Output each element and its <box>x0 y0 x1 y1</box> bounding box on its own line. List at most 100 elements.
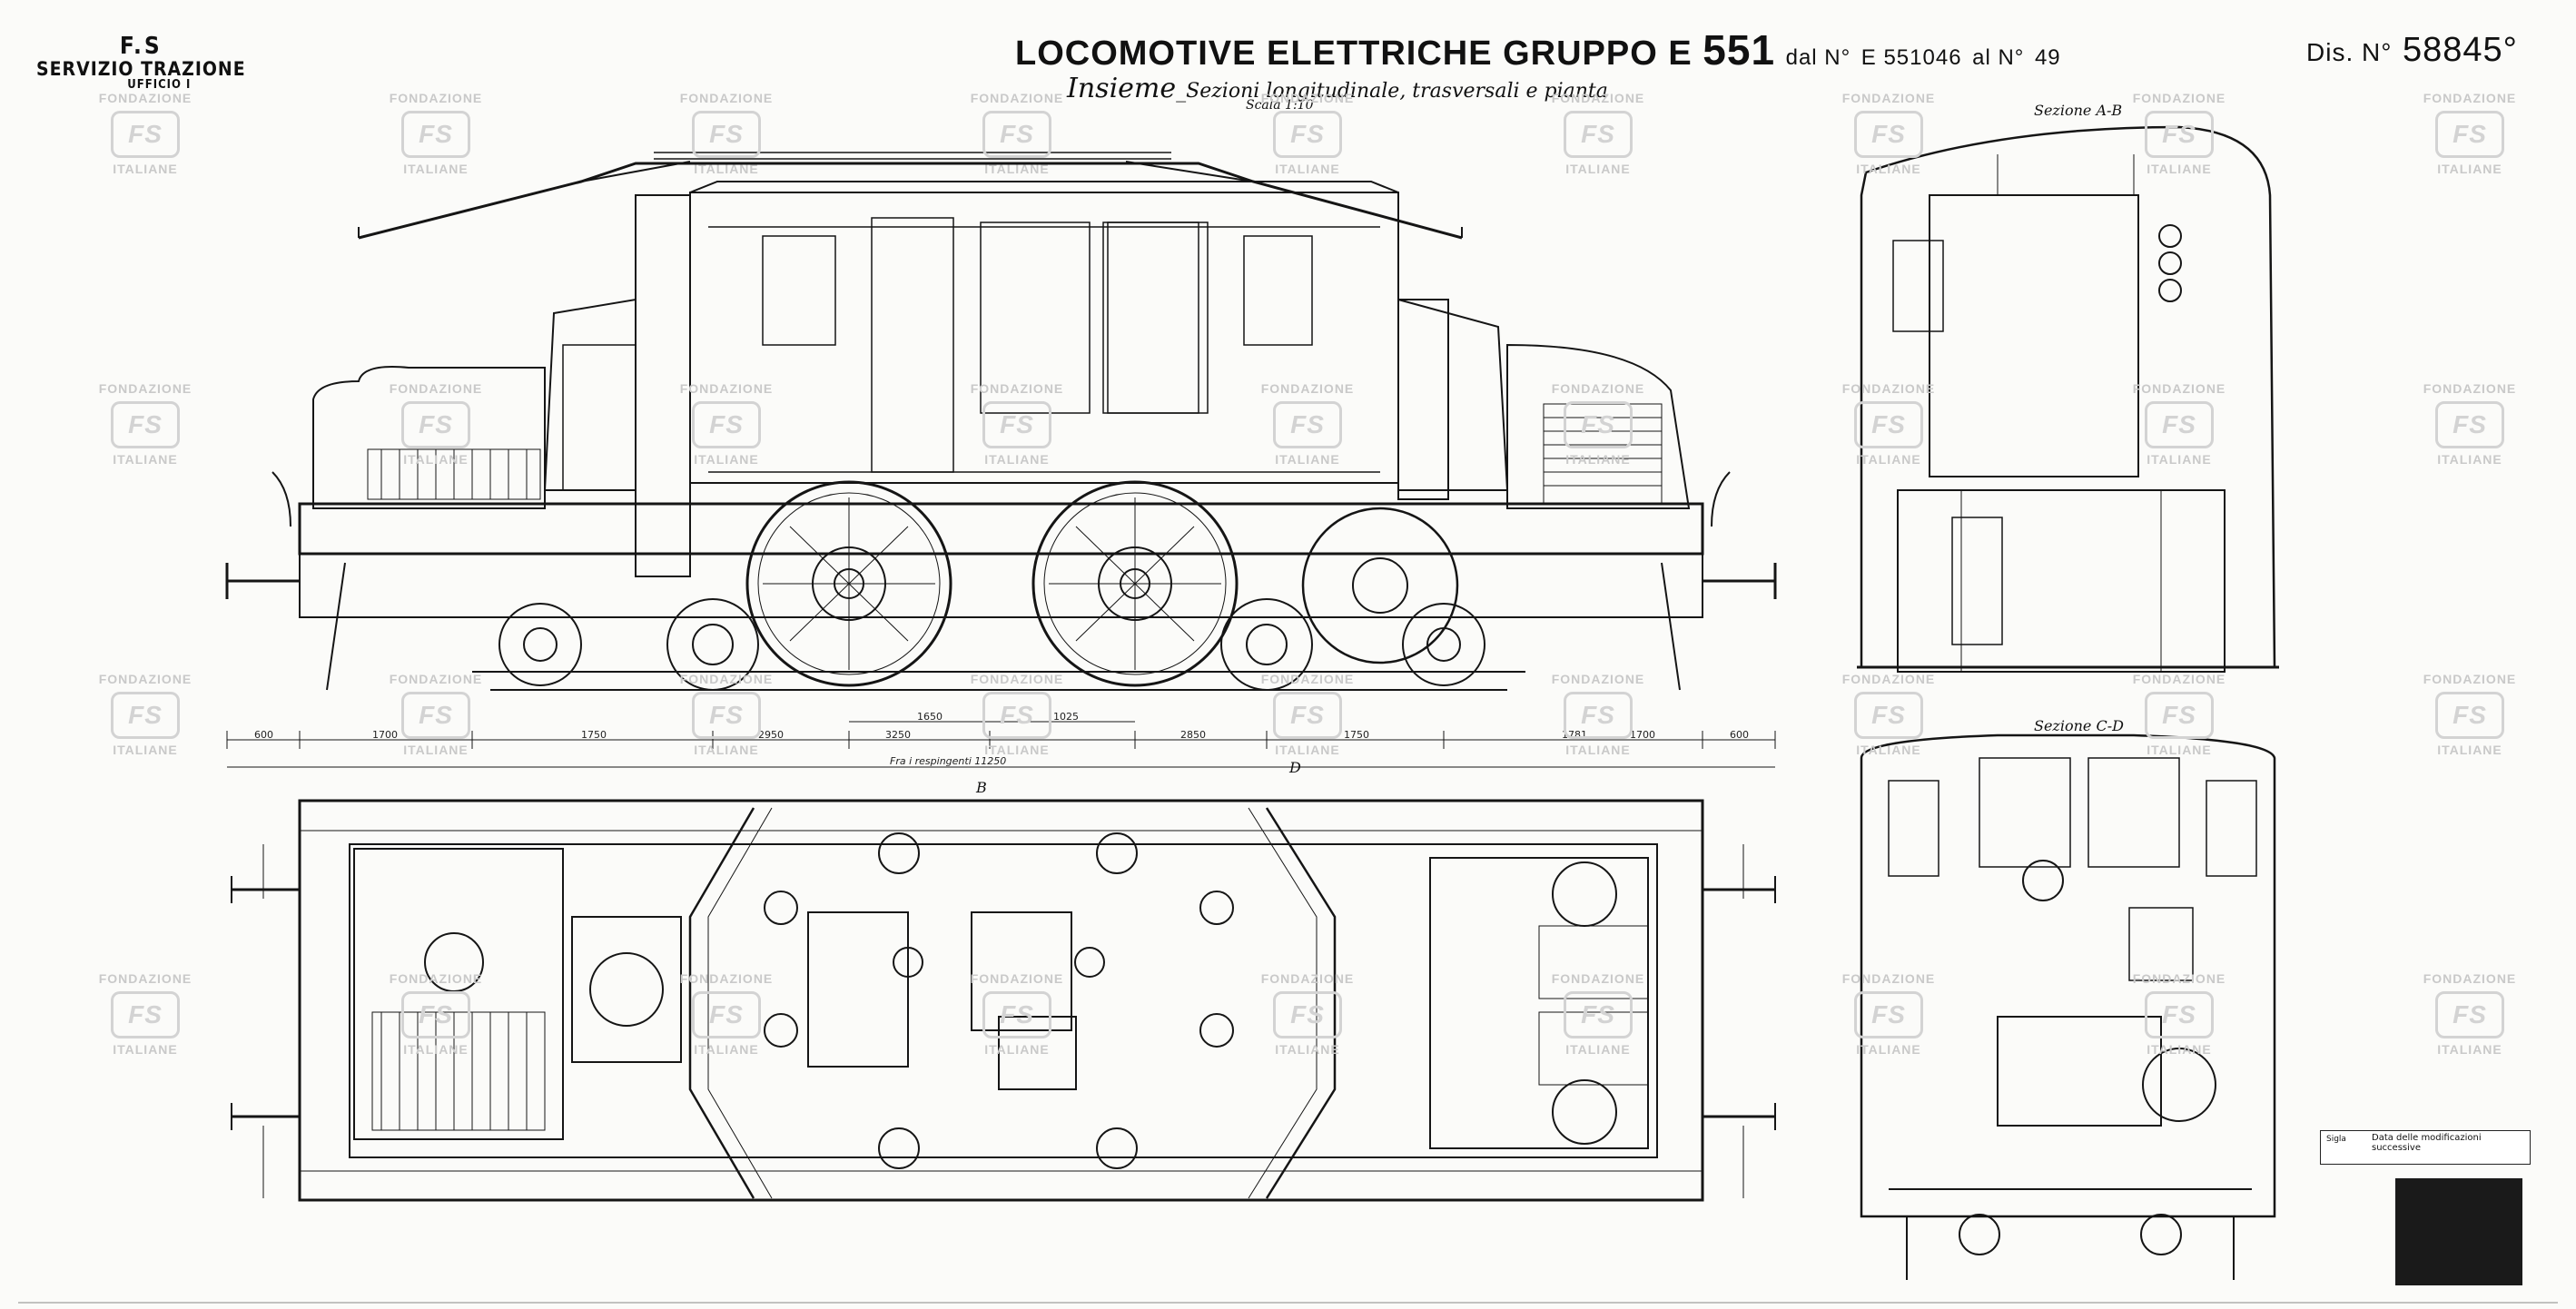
dim-2: 1700 <box>372 729 398 741</box>
dim-1: 600 <box>254 729 273 741</box>
watermark-top-text: FONDAZIONE <box>1841 672 1936 686</box>
watermark-top-text: FONDAZIONE <box>1260 381 1355 396</box>
watermark-bottom-text: ITALIANE <box>403 1042 469 1057</box>
dim-buffers: Fra i respingenti 11250 <box>890 755 1007 767</box>
watermark-bottom-text: ITALIANE <box>1856 1042 1921 1057</box>
drawing-title: LOCOMOTIVE ELETTRICHE GRUPPO E 551 dal N… <box>1015 25 2061 74</box>
department-header: F.S SERVIZIO TRAZIONE UFFICIO I <box>36 34 246 92</box>
revision-box-label: Data delle modificazioni successive <box>2372 1133 2482 1153</box>
section-marker-b: B <box>976 779 987 796</box>
title-from-label: dal N° <box>1785 45 1851 70</box>
revision-stub-label: Sigla <box>2326 1135 2346 1144</box>
watermark-bottom-text: ITALIANE <box>113 743 178 757</box>
watermark-bottom-text: ITALIANE <box>1565 743 1631 757</box>
watermark-bottom-text: ITALIANE <box>1565 1042 1631 1057</box>
watermark-top-text: FONDAZIONE <box>2423 971 2517 986</box>
plan-view <box>231 799 1776 1202</box>
fs-logo-icon: FS <box>2145 991 2214 1038</box>
fs-logo-icon: FS <box>1564 401 1633 448</box>
section-cd <box>1860 733 2276 1280</box>
fs-label: F.S <box>119 33 163 60</box>
fs-logo-icon: FS <box>1273 401 1342 448</box>
watermark-bottom-text: ITALIANE <box>694 452 759 467</box>
section-marker-d: D <box>1289 759 1301 776</box>
watermark-bottom-text: ITALIANE <box>984 1042 1050 1057</box>
fs-logo-icon: FS <box>2435 692 2504 739</box>
dim-6: 1650 <box>917 711 943 723</box>
fs-logo-icon: FS <box>2145 401 2214 448</box>
watermark-top-text: FONDAZIONE <box>1841 91 1936 105</box>
watermark-bottom-text: ITALIANE <box>113 452 178 467</box>
drawing-subtitle: Insieme_Sezioni longitudinale, trasversa… <box>1067 73 1608 104</box>
watermark-top-text: FONDAZIONE <box>98 91 192 105</box>
watermark-top-text: FONDAZIONE <box>970 672 1064 686</box>
section-ab-label: Sezione A-B <box>2034 102 2123 119</box>
section-ab <box>1857 125 2279 673</box>
fs-logo-icon: FS <box>1564 692 1633 739</box>
fs-logo-icon: FS <box>2145 111 2214 158</box>
fs-logo-icon: FS <box>982 401 1051 448</box>
fs-logo-icon: FS <box>401 401 470 448</box>
fs-logo-icon: FS <box>2435 111 2504 158</box>
watermark-bottom-text: ITALIANE <box>1856 452 1921 467</box>
watermark-top-text: FONDAZIONE <box>679 971 774 986</box>
dim-5: 3250 <box>885 729 911 741</box>
watermark-top-text: FONDAZIONE <box>1551 971 1645 986</box>
watermark: FONDAZIONE FS ITALIANE <box>1544 672 1653 757</box>
subtitle-lead: Insieme <box>1067 73 1177 104</box>
title-from-value: E 551046 <box>1860 45 1962 70</box>
watermark-bottom-text: ITALIANE <box>1565 452 1631 467</box>
dim-11: 1700 <box>1630 729 1655 741</box>
fs-logo-icon: FS <box>692 692 761 739</box>
fs-logo-icon: FS <box>1273 111 1342 158</box>
watermark-top-text: FONDAZIONE <box>970 381 1064 396</box>
watermark-bottom-text: ITALIANE <box>2147 743 2212 757</box>
fs-logo-icon: FS <box>1854 111 1923 158</box>
drawing-number-label: Dis. N° <box>2306 38 2393 66</box>
watermark-top-text: FONDAZIONE <box>98 672 192 686</box>
watermark-top-text: FONDAZIONE <box>1551 672 1645 686</box>
watermark-bottom-text: ITALIANE <box>694 162 759 176</box>
service-label: SERVIZIO TRAZIONE <box>36 58 246 81</box>
watermark: FONDAZIONE FS ITALIANE <box>1253 381 1362 467</box>
watermark-bottom-text: ITALIANE <box>1275 743 1340 757</box>
watermark-bottom-text: ITALIANE <box>1275 452 1340 467</box>
watermark: FONDAZIONE FS ITALIANE <box>1253 672 1362 757</box>
title-to-value: 49 <box>2034 45 2061 70</box>
watermark-bottom-text: ITALIANE <box>2437 162 2502 176</box>
drawing-number-value: 58845° <box>2402 31 2518 69</box>
watermark-top-text: FONDAZIONE <box>2132 381 2226 396</box>
fs-logo-icon: FS <box>1273 692 1342 739</box>
watermark-top-text: FONDAZIONE <box>1260 672 1355 686</box>
title-to-label: al N° <box>1972 45 2025 70</box>
watermark-bottom-text: ITALIANE <box>113 162 178 176</box>
subtitle-text: _Sezioni longitudinale, trasversali e pi… <box>1176 80 1608 103</box>
watermark-bottom-text: ITALIANE <box>1275 162 1340 176</box>
watermark-bottom-text: ITALIANE <box>984 162 1050 176</box>
fs-logo-icon: FS <box>2435 991 2504 1038</box>
watermark-top-text: FONDAZIONE <box>970 971 1064 986</box>
watermark-top-text: FONDAZIONE <box>389 971 483 986</box>
watermark-top-text: FONDAZIONE <box>679 672 774 686</box>
